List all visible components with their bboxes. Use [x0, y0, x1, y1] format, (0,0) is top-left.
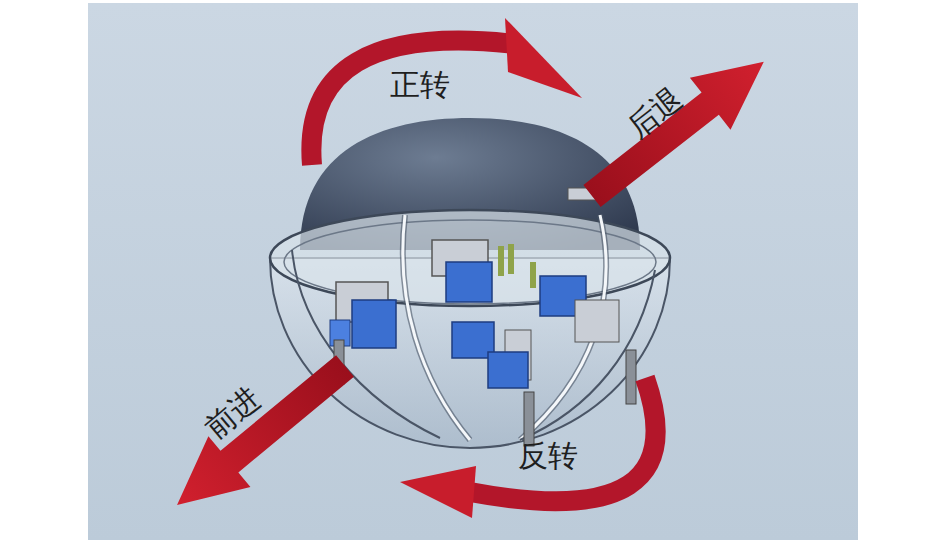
actuator-module	[452, 322, 534, 446]
backward-arrow	[572, 36, 784, 222]
background-panel	[88, 3, 858, 540]
actuator-module	[432, 240, 514, 302]
reverse-rotation-arrow	[400, 378, 656, 518]
motion-label: 前进	[198, 380, 265, 444]
actuator-module	[530, 262, 636, 404]
rim	[270, 210, 670, 306]
forward-rotation-arrow	[311, 18, 582, 165]
motion-label: 正转	[390, 68, 450, 101]
motion-label: 后退	[621, 81, 689, 144]
forward-arrow	[156, 341, 366, 531]
motion-label: 反转	[518, 439, 578, 472]
